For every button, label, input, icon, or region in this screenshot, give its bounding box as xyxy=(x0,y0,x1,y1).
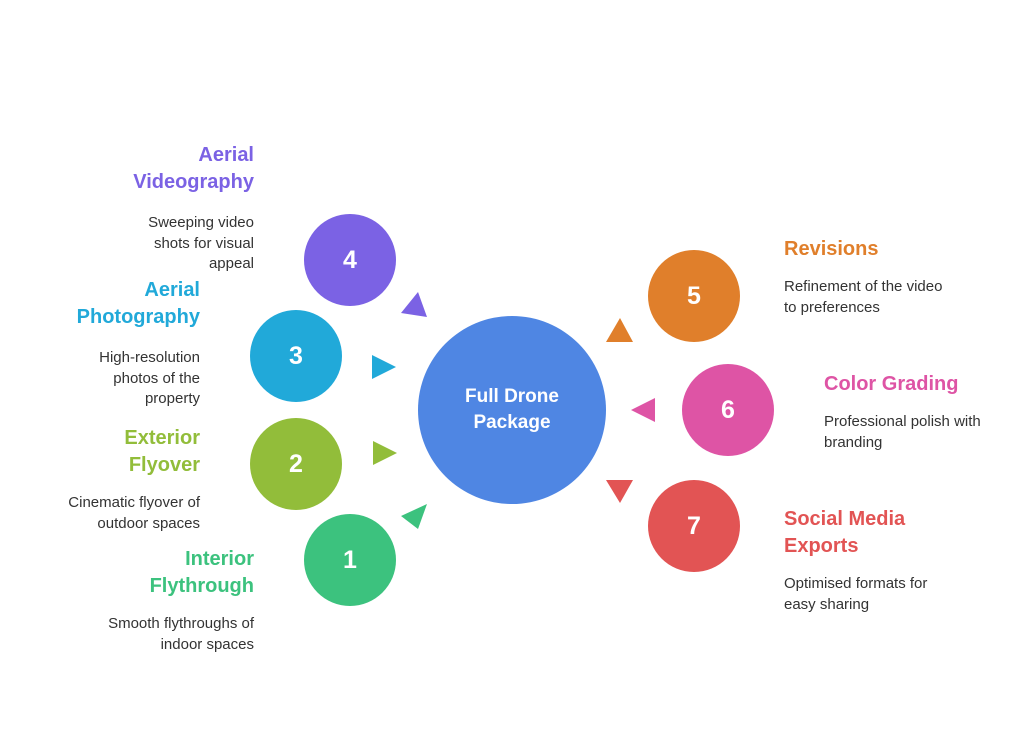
arrow-2 xyxy=(373,441,397,465)
node-7-number: 7 xyxy=(687,511,701,540)
node-3-number: 3 xyxy=(289,341,303,370)
item-7-description: Optimised formats for easy sharing xyxy=(784,575,928,613)
arrow-6 xyxy=(631,398,655,422)
node-3: 3 xyxy=(250,310,342,402)
item-1-title: Interior Flythrough xyxy=(149,548,254,597)
arrow-3 xyxy=(372,355,396,379)
item-4-description: Sweeping video shots for visual appeal xyxy=(148,214,254,272)
node-6: 6 xyxy=(682,364,774,456)
node-2: 2 xyxy=(250,418,342,510)
item-5-title: Revisions xyxy=(784,238,879,260)
node-1-number: 1 xyxy=(343,545,357,574)
arrow-4 xyxy=(401,292,427,317)
item-6-title: Color Grading xyxy=(824,373,959,395)
arrow-5 xyxy=(606,318,633,342)
node-2-number: 2 xyxy=(289,449,303,478)
item-7-title: Social Media Exports xyxy=(784,508,906,557)
node-5: 5 xyxy=(648,250,740,342)
node-4: 4 xyxy=(304,214,396,306)
center-title: Full Drone Package xyxy=(465,386,559,433)
item-3-title: Aerial Photography xyxy=(76,279,200,328)
arrow-7 xyxy=(606,480,633,503)
center-node: Full Drone Package xyxy=(418,316,606,504)
item-2-title: Exterior Flyover xyxy=(124,427,200,476)
item-3-description: High-resolution photos of the property xyxy=(99,349,200,407)
node-7: 7 xyxy=(648,480,740,572)
node-5-number: 5 xyxy=(687,281,701,310)
arrow-1 xyxy=(401,504,427,529)
item-2-description: Cinematic flyover of outdoor spaces xyxy=(68,494,200,532)
item-6-description: Professional polish with branding xyxy=(824,413,981,451)
node-6-number: 6 xyxy=(721,395,735,424)
item-5-description: Refinement of the video to preferences xyxy=(784,278,943,316)
node-1: 1 xyxy=(304,514,396,606)
node-4-number: 4 xyxy=(343,245,357,274)
item-4-title: Aerial Videography xyxy=(133,144,254,193)
item-1-description: Smooth flythroughs of indoor spaces xyxy=(108,615,254,653)
